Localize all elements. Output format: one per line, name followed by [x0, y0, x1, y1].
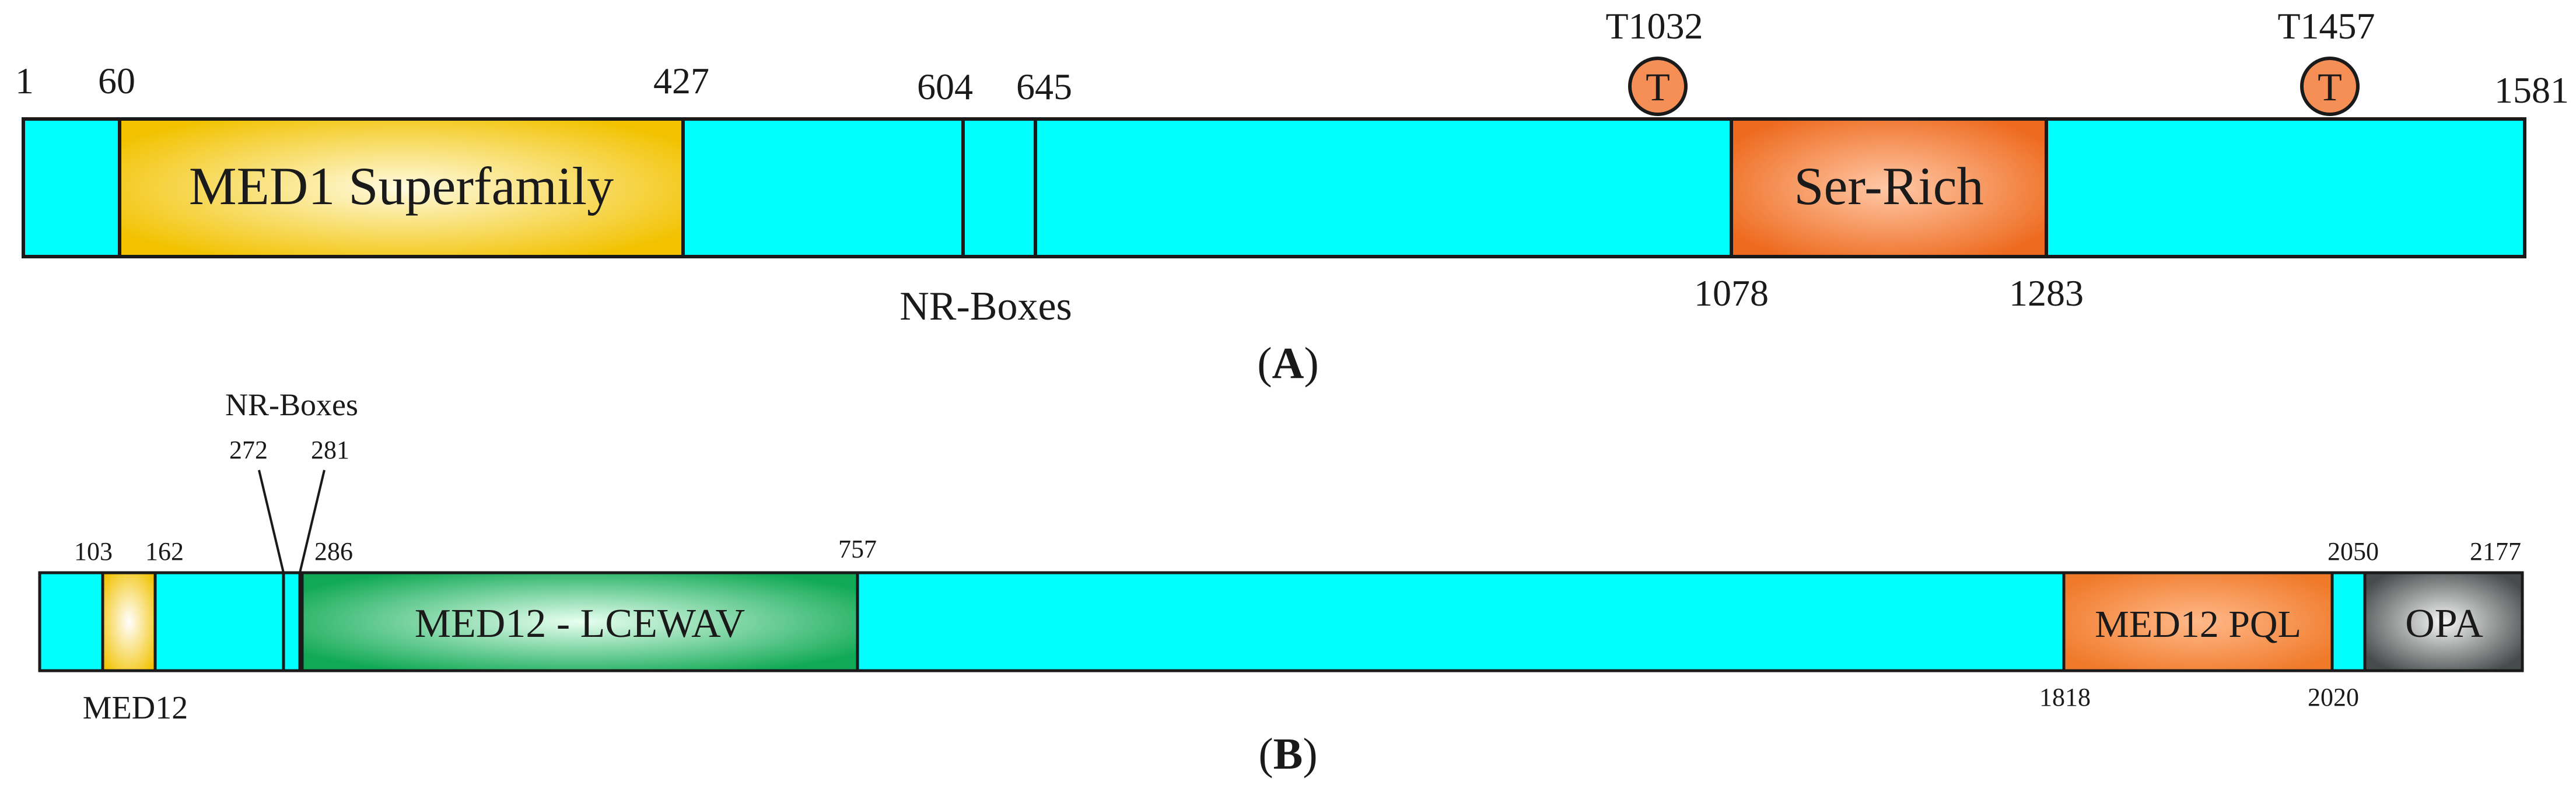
- residue-286: 286: [314, 537, 353, 566]
- med12-domain: [101, 571, 157, 672]
- site-t1032-circle: [1628, 57, 1688, 116]
- ser-rich-label: Ser-Rich: [1794, 156, 1983, 216]
- site-t1032: T1032 T: [1605, 5, 1703, 116]
- panel-a-caption-close: ): [1304, 339, 1318, 388]
- med12-lcewav-label: MED12 - LCEWAV: [415, 601, 745, 646]
- nr-box-leader-272: [258, 469, 285, 573]
- panel-a: MED1 Superfamily Ser-Rich 1 60 427 604 6…: [15, 5, 2569, 388]
- ser-rich-domain: [1730, 117, 2048, 258]
- opa-domain: [2363, 571, 2524, 672]
- residue-1: 1: [15, 60, 34, 101]
- nr-boxes-label-a: NR-Boxes: [900, 284, 1072, 329]
- nr-boxes-label-b: NR-Boxes: [225, 387, 358, 422]
- residue-427: 427: [653, 60, 709, 101]
- med12-pql-label: MED12 PQL: [2095, 603, 2301, 646]
- opa-label: OPA: [2405, 601, 2483, 646]
- residue-60: 60: [98, 60, 135, 101]
- residue-1581: 1581: [2494, 69, 2569, 111]
- site-t1457-label: T1457: [2277, 5, 2375, 47]
- residue-103: 103: [74, 537, 113, 566]
- site-t1457-symbol: T: [2318, 65, 2342, 109]
- med12-pql-domain: [2062, 571, 2334, 672]
- residue-281: 281: [311, 436, 349, 464]
- residue-2177: 2177: [2470, 537, 2521, 566]
- nr-box-leader-281: [299, 469, 326, 573]
- med12-lcewav-domain: [300, 571, 859, 672]
- residue-2050: 2050: [2328, 537, 2379, 566]
- med1-superfamily-label: MED1 Superfamily: [189, 156, 614, 216]
- site-t1032-symbol: T: [1646, 65, 1670, 109]
- med1-superfamily-domain: [118, 117, 685, 258]
- panel-a-caption-open: (: [1257, 339, 1272, 388]
- residue-1078: 1078: [1694, 272, 1769, 314]
- site-t1457: T1457 T: [2277, 5, 2375, 116]
- panel-a-caption-letter: A: [1272, 339, 1304, 388]
- residue-162: 162: [145, 537, 184, 566]
- site-t1032-label: T1032: [1605, 5, 1703, 47]
- residue-272: 272: [229, 436, 268, 464]
- residue-1818: 1818: [2039, 683, 2091, 712]
- panel-a-caption: (A): [1257, 339, 1319, 388]
- residue-757: 757: [838, 535, 877, 563]
- panel-b: MED12 - LCEWAV MED12 PQL OPA NR-Boxes 27…: [38, 387, 2524, 779]
- panel-b-caption-close: ): [1303, 730, 1317, 779]
- med12-label: MED12: [83, 690, 188, 726]
- panel-b-caption: (B): [1258, 730, 1317, 779]
- residue-1283: 1283: [2009, 272, 2084, 314]
- panel-b-caption-letter: B: [1273, 730, 1303, 779]
- panel-b-caption-open: (: [1258, 730, 1273, 779]
- residue-604: 604: [917, 66, 973, 107]
- residue-2020: 2020: [2308, 683, 2359, 712]
- residue-645: 645: [1016, 66, 1072, 107]
- site-t1457-circle: [2300, 57, 2360, 116]
